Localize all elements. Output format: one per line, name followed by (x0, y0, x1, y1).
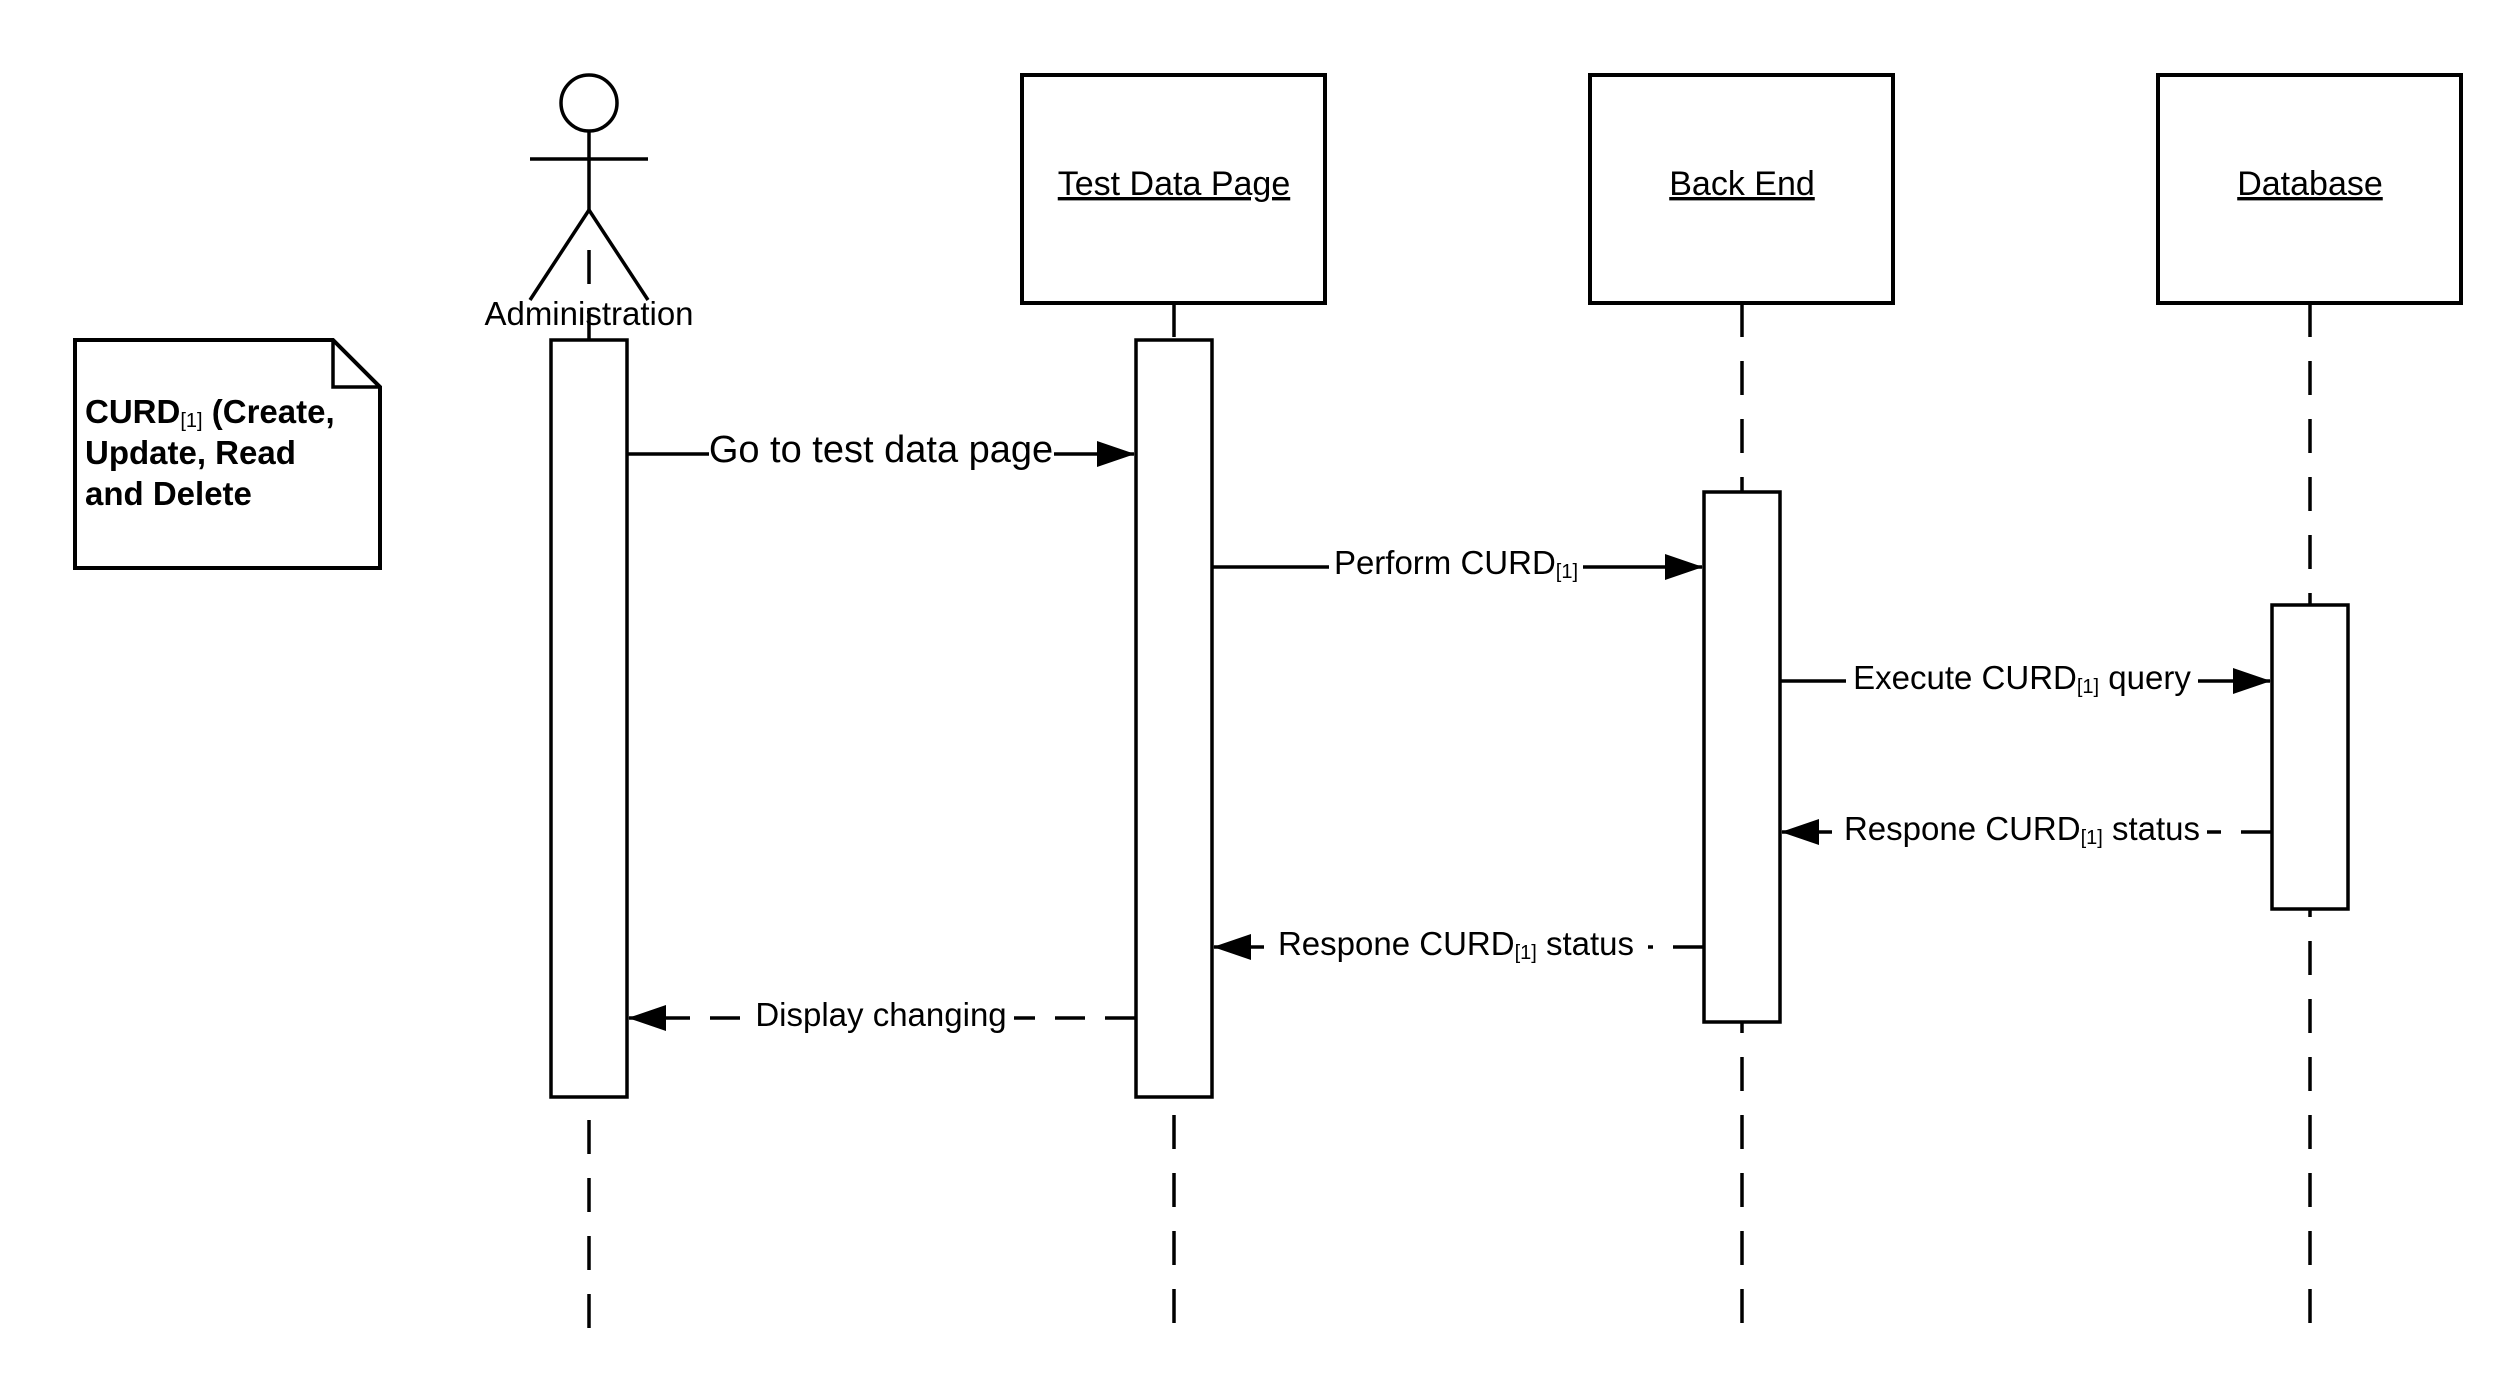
activations (549, 338, 2350, 1099)
stick-figure-icon (528, 73, 650, 301)
activation-database (2270, 603, 2350, 911)
note-shape (73, 338, 382, 570)
message-label: Respone CURD[1] status (1844, 810, 2200, 849)
message-response-curd-status-db: Respone CURD[1] status (1781, 810, 2271, 849)
participant-back-end: Back End (1588, 73, 1895, 305)
message-perform-curd: Perform CURD[1] (1213, 544, 1703, 583)
participant-box-back-end (1588, 73, 1895, 305)
message-response-curd-status-backend: Respone CURD[1] status (1213, 925, 1703, 964)
messages: Go to test data page Perform CURD[1] Exe… (628, 429, 2271, 1033)
message-label: Respone CURD[1] status (1278, 925, 1634, 964)
message-go-to-test-data-page: Go to test data page (628, 429, 1135, 471)
message-display-changing: Display changing (628, 996, 1135, 1033)
participant-label-back-end: Back End (1669, 165, 1815, 203)
note-fold (331, 340, 380, 389)
participant-test-data-page: Test Data Page (1020, 73, 1327, 305)
participant-box-database (2156, 73, 2463, 305)
message-label: Perform CURD[1] (1334, 544, 1578, 583)
participant-label-administration: Administration (484, 295, 693, 332)
participant-label-test-data-page: Test Data Page (1058, 165, 1290, 203)
note: CURD[1] (Create, Update, Read and Delete (73, 338, 382, 570)
note-line-2: Update, Read (85, 434, 296, 471)
activation-test-data-page (1134, 338, 1214, 1099)
message-label: Display changing (755, 996, 1006, 1033)
lifelines (587, 250, 2312, 1330)
participant-database: Database (2156, 73, 2463, 305)
activation-administration (549, 338, 629, 1099)
message-execute-curd-query: Execute CURD[1] query (1781, 659, 2271, 698)
message-label: Execute CURD[1] query (1853, 659, 2191, 698)
participant-administration: Administration (484, 73, 694, 332)
note-line-3: and Delete (85, 475, 252, 512)
participant-box-test-data-page (1020, 73, 1327, 305)
activation-back-end (1702, 490, 1782, 1024)
note-line-1: CURD[1] (Create, (85, 393, 335, 432)
participant-label-database: Database (2237, 165, 2383, 203)
message-label: Go to test data page (709, 429, 1053, 471)
